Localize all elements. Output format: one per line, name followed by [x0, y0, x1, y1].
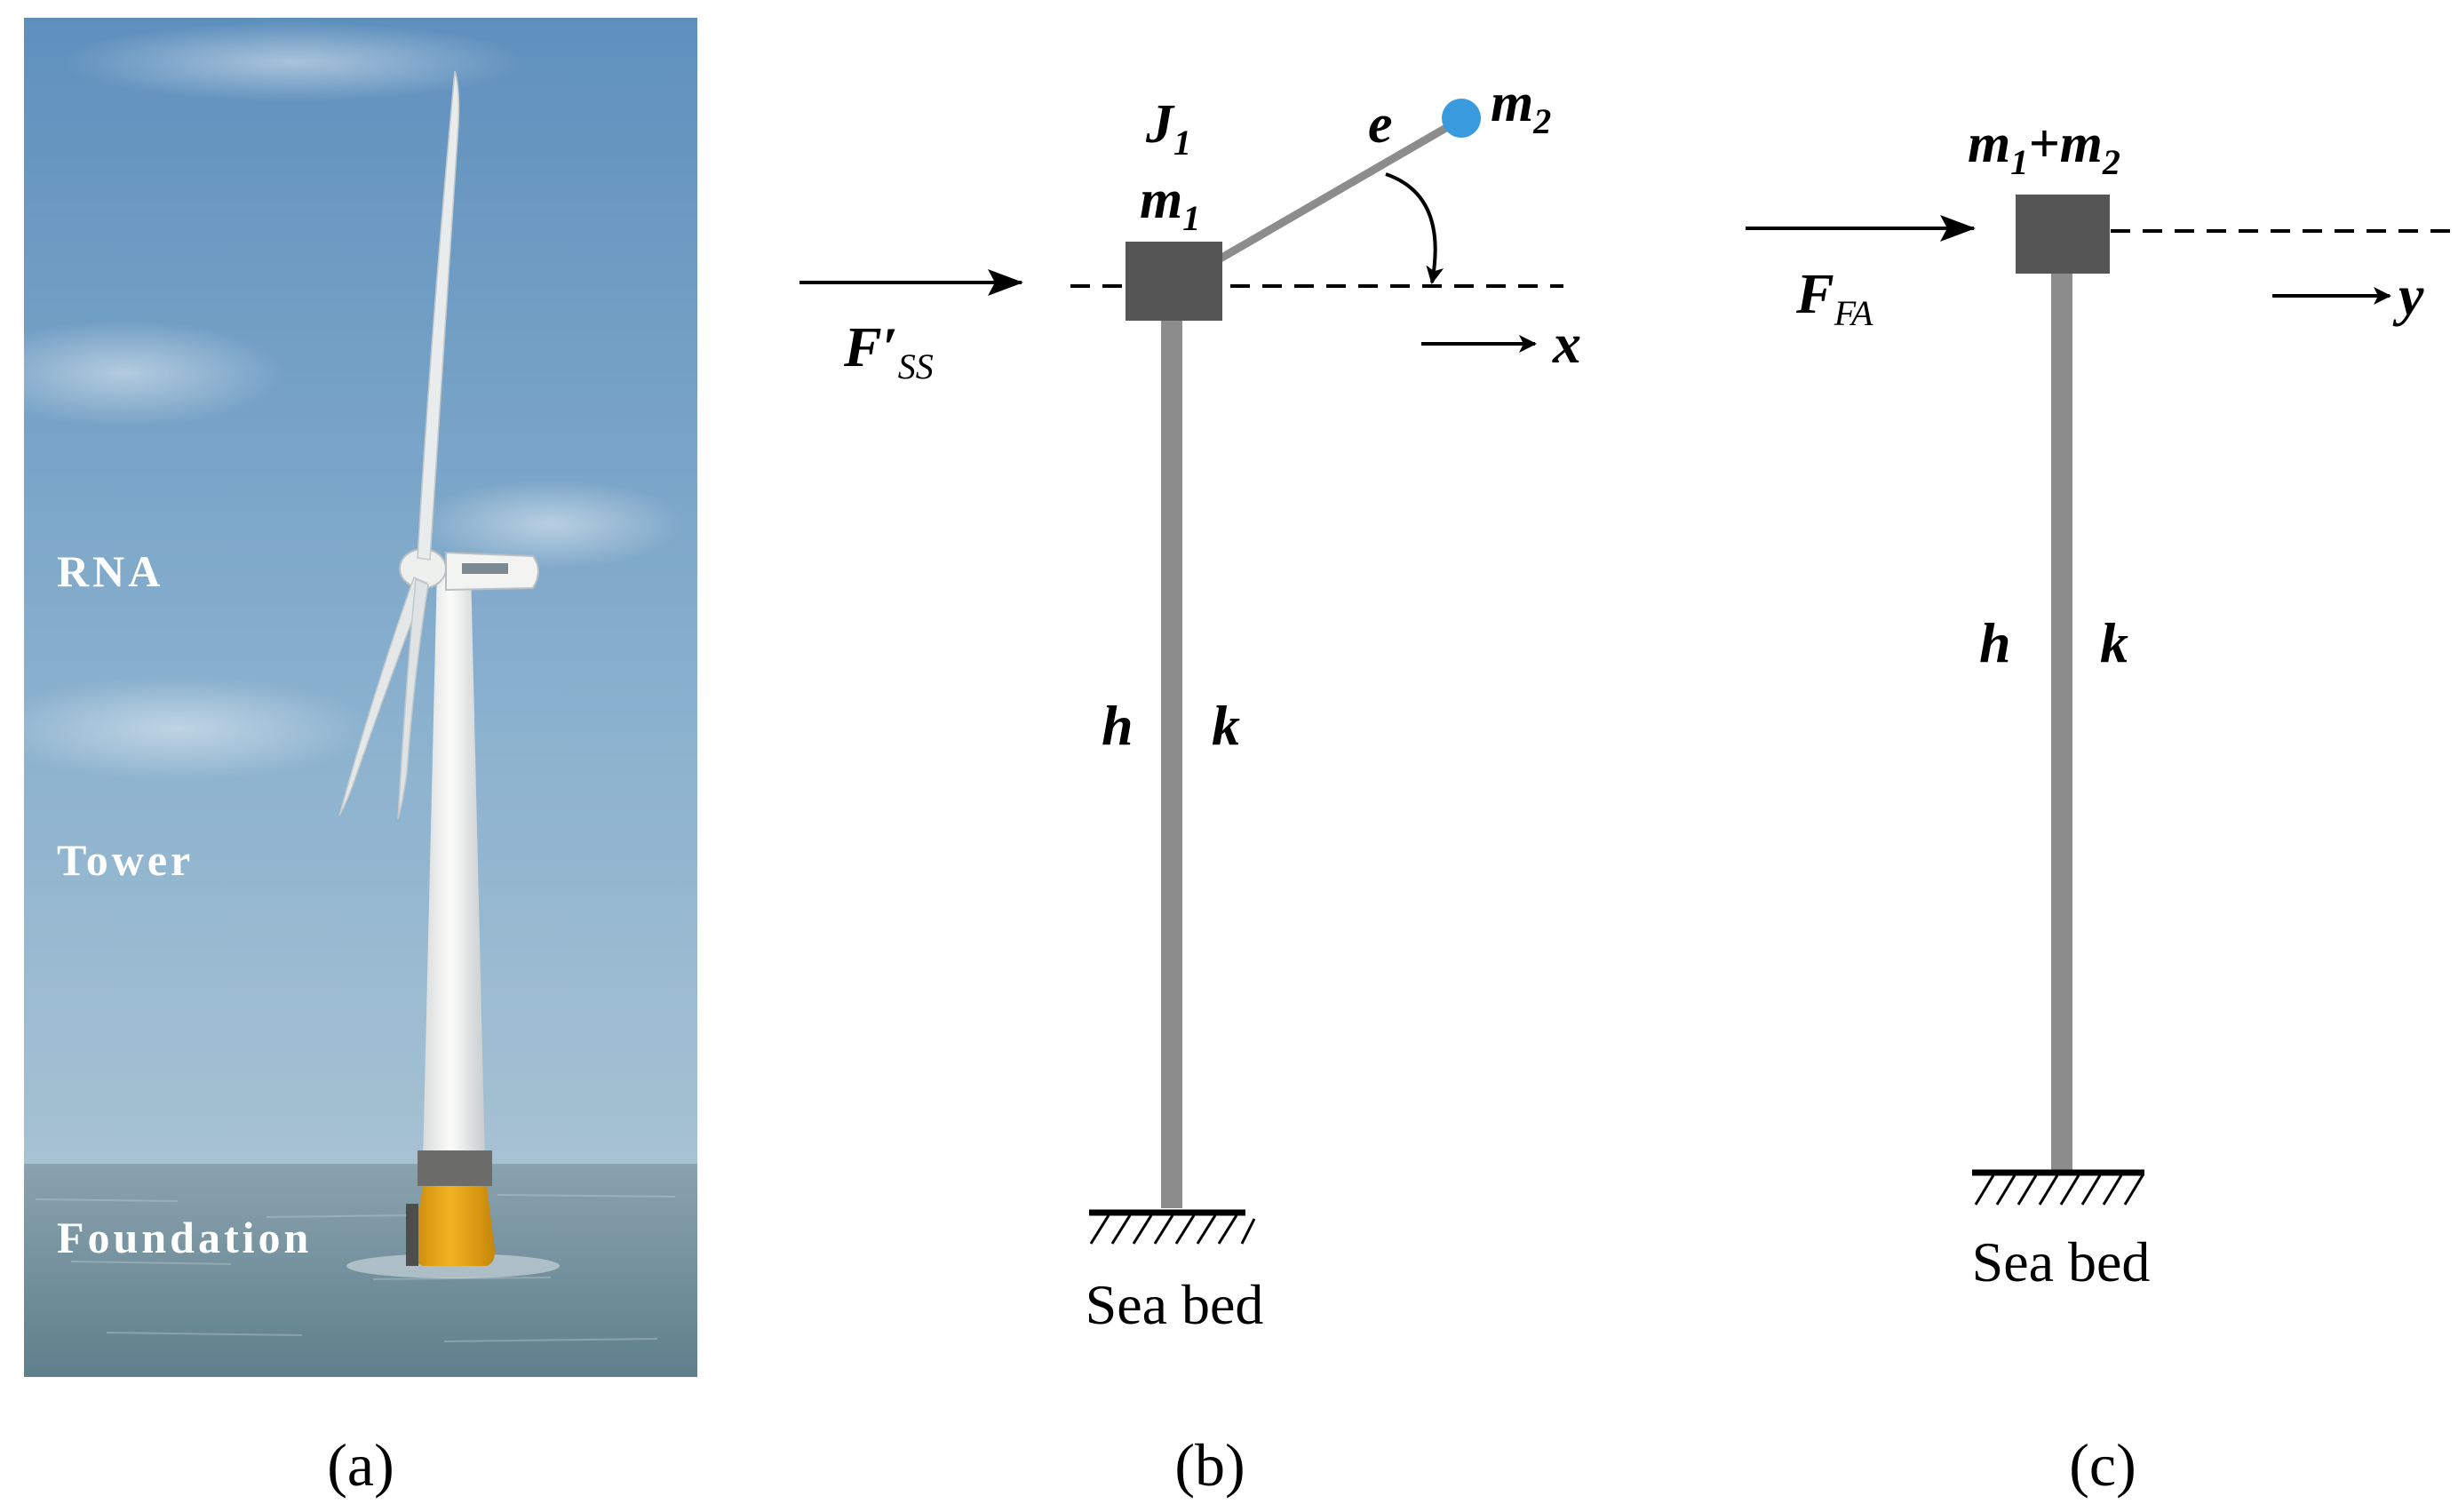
- foundation: [413, 1186, 495, 1266]
- label-force-fa: FFA: [1795, 262, 1873, 333]
- panel-a-photo: RNA Tower Foundation: [0, 18, 697, 1377]
- sea-ripples: [35, 1194, 676, 1342]
- tower: [423, 569, 485, 1164]
- label-axis-x: x: [1552, 312, 1581, 375]
- blade-up: [417, 70, 460, 561]
- cloud: [0, 320, 284, 426]
- cloud: [418, 480, 684, 569]
- label-axis-y: y: [2392, 264, 2424, 327]
- ground-hatch: [1974, 1174, 2144, 1206]
- label-eccentricity: e: [1368, 94, 1393, 155]
- label-tower: Tower: [57, 835, 194, 885]
- transition-piece: [418, 1150, 492, 1186]
- label-force-ss: F′SS: [843, 315, 934, 386]
- label-inertia-j1: J1: [1145, 94, 1191, 163]
- nacelle-logo: [462, 563, 508, 574]
- cloud: [0, 675, 373, 782]
- blade-down: [397, 577, 429, 820]
- boat-landing: [406, 1204, 418, 1266]
- mass-block: [1126, 242, 1222, 321]
- label-stiffness-k: k: [2100, 611, 2128, 674]
- tower-column: [1161, 320, 1182, 1208]
- label-foundation: Foundation: [57, 1213, 312, 1262]
- eccentric-rod: [1216, 115, 1464, 263]
- label-rna: RNA: [57, 546, 163, 596]
- tower-column: [2051, 267, 2072, 1171]
- rotation-arrow: [1385, 172, 1444, 284]
- caption-c: (c): [2069, 1431, 2136, 1499]
- ground-hatch: [1089, 1214, 1256, 1245]
- label-mass-m2: m2: [1491, 73, 1551, 141]
- blade-left: [338, 576, 427, 816]
- caption-b: (b): [1174, 1431, 1245, 1499]
- label-height-h: h: [1102, 694, 1134, 757]
- label-mass-m1: m1: [1140, 170, 1200, 238]
- caption-a: (a): [327, 1431, 394, 1499]
- label-mass-sum: m1+m2: [1968, 114, 2120, 182]
- label-sea-bed: Sea bed: [1086, 1273, 1264, 1336]
- label-stiffness-k: k: [1212, 694, 1240, 757]
- panel-b-diagram: F′SS J1 m1 m2 e x h k Sea bed: [799, 73, 1581, 1336]
- eccentric-mass-ball: [1442, 99, 1481, 138]
- label-height-h: h: [1979, 611, 2011, 674]
- cloud: [62, 22, 524, 102]
- label-sea-bed: Sea bed: [1972, 1230, 2151, 1293]
- panel-c-diagram: FFA m1+m2 y h k Sea bed: [1746, 114, 2458, 1293]
- mass-block: [2016, 195, 2110, 274]
